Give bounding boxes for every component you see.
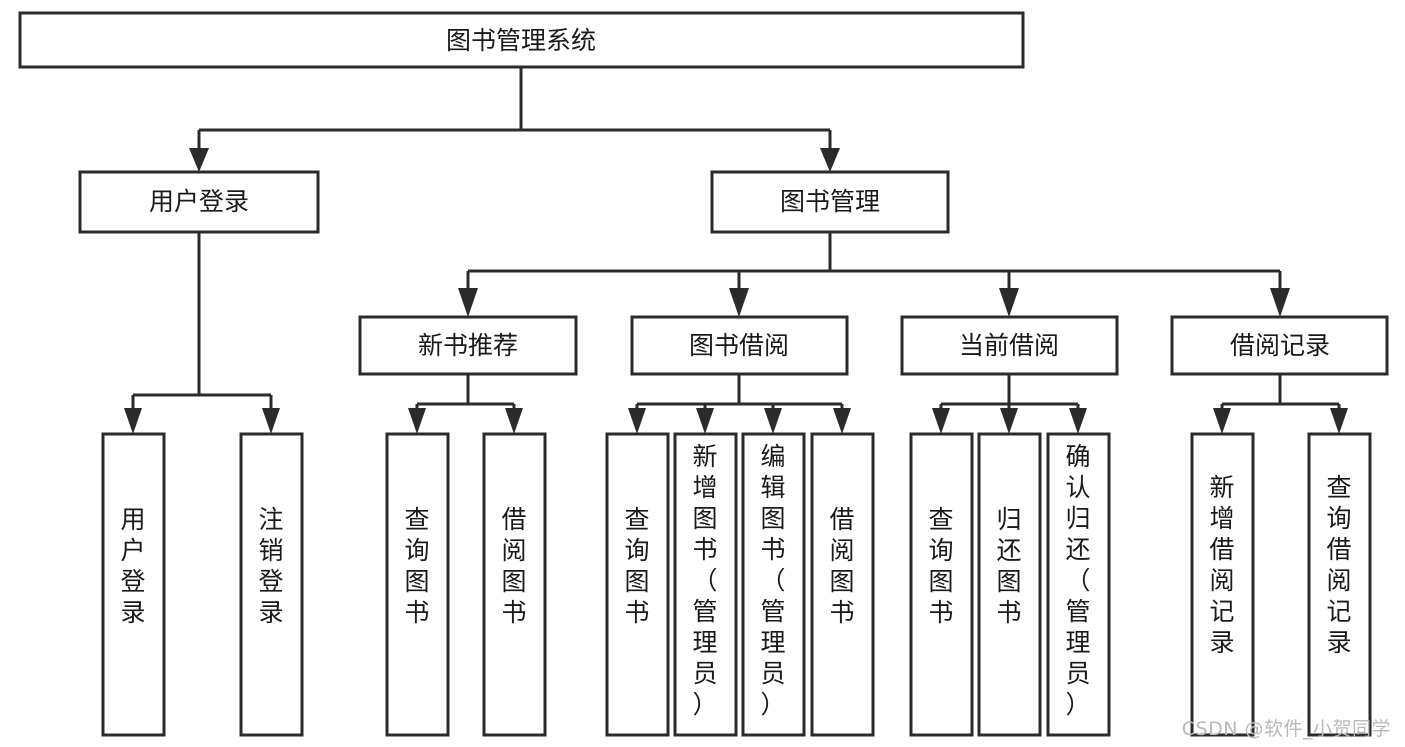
arrow-head-bookborrow-leaf-1 [628, 408, 646, 434]
leaf-node[interactable]: 查询图书 [385, 432, 450, 737]
leaf-label-query-book-3: 查询图书 [928, 505, 953, 627]
leaf-node[interactable]: 查询借阅记录 [1307, 432, 1372, 737]
node-user-login[interactable]: 用户登录 [78, 170, 320, 234]
leaf-box-edit-book[interactable] [741, 432, 806, 737]
leaf-box-borrow-book-2[interactable] [810, 432, 875, 737]
arrow-head-borrowrecord-leaf-2 [1330, 408, 1348, 434]
user-login-box[interactable] [78, 170, 320, 234]
node-root[interactable]: 图书管理系统 [18, 11, 1025, 69]
leaf-node[interactable]: 用户登录 [101, 432, 166, 737]
arrow-head-leaf-logout [262, 408, 280, 434]
node-current-borrow[interactable]: 当前借阅 [900, 315, 1119, 376]
leaf-node[interactable]: 确认归还（管理员） [1046, 432, 1111, 737]
arrow-head-borrow-record [1270, 288, 1290, 317]
node-borrow-records[interactable]: 借阅记录 [1170, 315, 1389, 376]
leaf-node[interactable]: 查询图书 [605, 432, 670, 737]
book-borrow-label: 图书借阅 [689, 331, 789, 360]
arrow-head-user-login [189, 148, 209, 172]
leaf-node[interactable]: 借阅图书 [810, 432, 875, 737]
arrow-head-book-manage [820, 148, 840, 172]
book-management-box[interactable] [710, 170, 950, 234]
arrow-head-currentborrow-leaf-3 [1069, 408, 1087, 434]
leaf-label-query-book-1: 查询图书 [404, 505, 429, 627]
current-borrow-box[interactable] [900, 315, 1119, 376]
leaf-box-user-login[interactable] [101, 432, 166, 737]
arrow-head-book-borrow [729, 288, 749, 317]
leaf-node[interactable]: 新增图书（管理员） [673, 432, 738, 737]
arrow-head-currentborrow-leaf-1 [932, 408, 950, 434]
leaf-label-query-book-2: 查询图书 [624, 505, 649, 627]
leaf-node[interactable]: 查询图书 [909, 432, 974, 737]
current-borrow-label: 当前借阅 [959, 331, 1059, 360]
arrow-head-borrowrecord-leaf-1 [1213, 408, 1231, 434]
leaf-box-query-record[interactable] [1307, 432, 1372, 737]
book-borrow-box[interactable] [630, 315, 849, 376]
leaf-box-borrow-book-1[interactable] [482, 432, 547, 737]
leaf-box-add-record[interactable] [1190, 432, 1255, 737]
arrow-head-newbook-leaf-2 [505, 408, 523, 434]
leaf-label-add-book: 新增图书（管理员） [692, 442, 717, 719]
leaf-label-add-record: 新增借阅记录 [1209, 473, 1234, 657]
connector-layer [124, 67, 1348, 434]
leaf-label-confirm-return: 确认归还（管理员） [1065, 442, 1090, 719]
leaf-box-return-book[interactable] [977, 432, 1042, 737]
root-box[interactable] [18, 11, 1025, 69]
arrow-head-current-borrow [999, 288, 1019, 317]
leaf-label-user-login: 用户登录 [120, 505, 145, 627]
leaf-label-logout: 注销登录 [258, 505, 283, 627]
leaf-box-query-book-2[interactable] [605, 432, 670, 737]
borrow-records-label: 借阅记录 [1230, 331, 1330, 360]
leaf-box-query-book-3[interactable] [909, 432, 974, 737]
node-new-book-recommend[interactable]: 新书推荐 [358, 315, 578, 376]
leaf-label-query-record: 查询借阅记录 [1326, 473, 1351, 657]
borrow-records-box[interactable] [1170, 315, 1389, 376]
arrow-head-newbook-leaf-1 [408, 408, 426, 434]
leaf-box-add-book[interactable] [673, 432, 738, 737]
leaf-label-edit-book: 编辑图书（管理员） [760, 442, 785, 719]
arrow-head-new-book [458, 288, 478, 317]
leaf-node[interactable]: 借阅图书 [482, 432, 547, 737]
csdn-watermark: CSDN @软件_小贺同学 [1181, 718, 1391, 740]
book-management-label: 图书管理 [780, 187, 880, 216]
arrow-head-bookborrow-leaf-3 [764, 408, 782, 434]
arrow-head-bookborrow-leaf-4 [833, 408, 851, 434]
leaf-node[interactable]: 归还图书 [977, 432, 1042, 737]
leaf-node[interactable]: 编辑图书（管理员） [741, 432, 806, 737]
leaf-node[interactable]: 注销登录 [239, 432, 304, 737]
node-book-management[interactable]: 图书管理 [710, 170, 950, 234]
leaf-box-logout[interactable] [239, 432, 304, 737]
arrow-head-bookborrow-leaf-2 [696, 408, 714, 434]
leaf-node[interactable]: 新增借阅记录 [1190, 432, 1255, 737]
leaf-label-return-book: 归还图书 [996, 505, 1021, 627]
new-book-recommend-box[interactable] [358, 315, 578, 376]
leaf-label-borrow-book-2: 借阅图书 [829, 505, 854, 627]
root-label: 图书管理系统 [446, 26, 596, 55]
leaf-box-query-book-1[interactable] [385, 432, 450, 737]
node-book-borrow[interactable]: 图书借阅 [630, 315, 849, 376]
arrow-head-leaf-user-login [124, 408, 142, 434]
leaf-box-confirm-return[interactable] [1046, 432, 1111, 737]
leaf-label-borrow-book-1: 借阅图书 [501, 505, 526, 627]
user-login-label: 用户登录 [149, 187, 249, 216]
arrow-head-currentborrow-leaf-2 [1000, 408, 1018, 434]
new-book-recommend-label: 新书推荐 [418, 331, 518, 360]
